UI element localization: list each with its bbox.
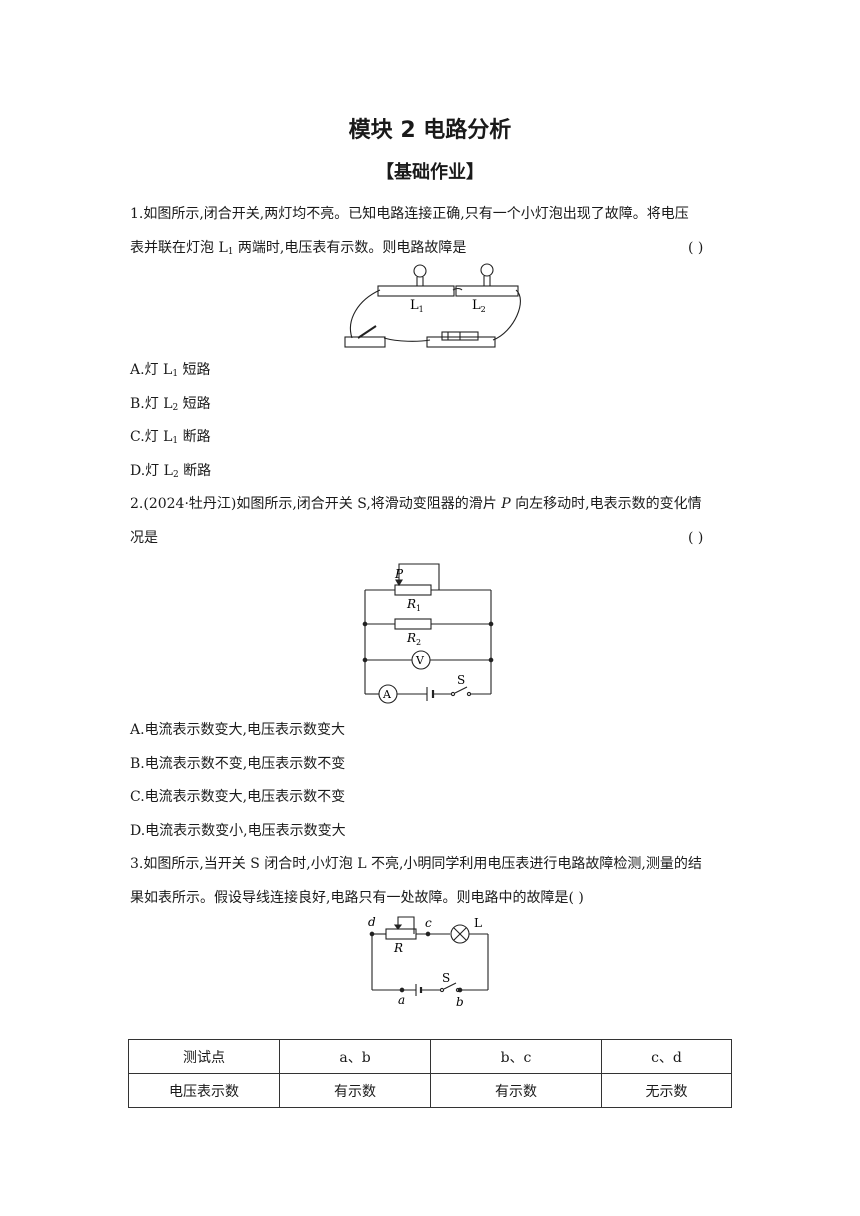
q2-option-c: C.电流表示数变大,电压表示数不变 <box>130 789 346 805</box>
q3-lamp-label: L <box>474 916 482 930</box>
q1-lamp1-label: L1 <box>410 298 424 314</box>
q3-text-line2: 果如表所示。假设导线连接良好,电路只有一处故障。则电路中的故障是( ) <box>130 890 584 906</box>
table-cell: 无示数 <box>601 1073 732 1108</box>
table-cell: 电压表示数 <box>128 1073 280 1108</box>
table-cell: b、c <box>430 1039 602 1074</box>
q1-text-line2: 表并联在灯泡 L1 两端时,电压表有示数。则电路故障是 <box>130 240 467 257</box>
table-cell: 测试点 <box>128 1039 280 1074</box>
q2-option-b: B.电流表示数不变,电压表示数不变 <box>130 756 346 772</box>
q1-option-c: C.灯 L1 断路 <box>130 429 211 446</box>
page-title: 模块 2 电路分析 <box>348 118 512 143</box>
q3-text-line1: 3.如图所示,当开关 S 闭合时,小灯泡 L 不亮,小明同学利用电压表进行电路故… <box>130 856 702 872</box>
q3-point-c: c <box>425 916 432 930</box>
q3-point-a: a <box>398 993 405 1007</box>
q2-r1-label: R1 <box>406 597 421 613</box>
table-cell: 有示数 <box>430 1073 602 1108</box>
q2-slider-label: P <box>394 567 404 581</box>
q3-rheostat-label: R <box>393 941 403 955</box>
q1-option-a: A.灯 L1 短路 <box>130 362 211 379</box>
q3-result-table: 测试点 a、b b、c c、d 电压表示数 有示数 有示数 无示数 <box>128 1039 732 1108</box>
q2-switch-label: S <box>457 673 465 687</box>
section-heading: 【基础作业】 <box>376 162 484 183</box>
q2-answer-bracket: ( ) <box>688 530 704 546</box>
q2-text-line2: 况是 <box>130 530 158 546</box>
q1-circuit-figure: L1 L2 <box>344 263 521 348</box>
q1-option-b: B.灯 L2 短路 <box>130 396 211 413</box>
q1-text-line1: 1.如图所示,闭合开关,两灯均不亮。已知电路连接正确,只有一个小灯泡出现了故障。… <box>130 206 689 222</box>
q2-voltmeter-label: V <box>415 654 425 667</box>
q1-answer-bracket: ( ) <box>688 240 704 256</box>
q1-lamp2-label: L2 <box>472 298 486 314</box>
q3-point-b: b <box>456 995 464 1009</box>
table-cell: 有示数 <box>279 1073 431 1108</box>
q3-point-d: d <box>368 915 376 929</box>
table-cell: a、b <box>279 1039 431 1074</box>
table-cell: c、d <box>601 1039 732 1074</box>
q2-circuit-figure: P R1 R2 V A S <box>362 563 494 704</box>
table-row: 电压表示数 有示数 有示数 无示数 <box>128 1073 732 1108</box>
q3-circuit-figure: d c R L S a b <box>368 915 489 1009</box>
q1-option-d: D.灯 L2 断路 <box>130 463 212 480</box>
q3-switch-label: S <box>442 971 450 985</box>
q2-option-a: A.电流表示数变大,电压表示数变大 <box>130 722 346 738</box>
q2-option-d: D.电流表示数变小,电压表示数变大 <box>130 823 346 839</box>
q2-text-line1: 2.(2024·牡丹江)如图所示,闭合开关 S,将滑动变阻器的滑片 P 向左移动… <box>130 496 702 512</box>
q2-r2-label: R2 <box>406 631 421 647</box>
table-header-row: 测试点 a、b b、c c、d <box>128 1039 732 1074</box>
q2-ammeter-label: A <box>382 688 392 701</box>
